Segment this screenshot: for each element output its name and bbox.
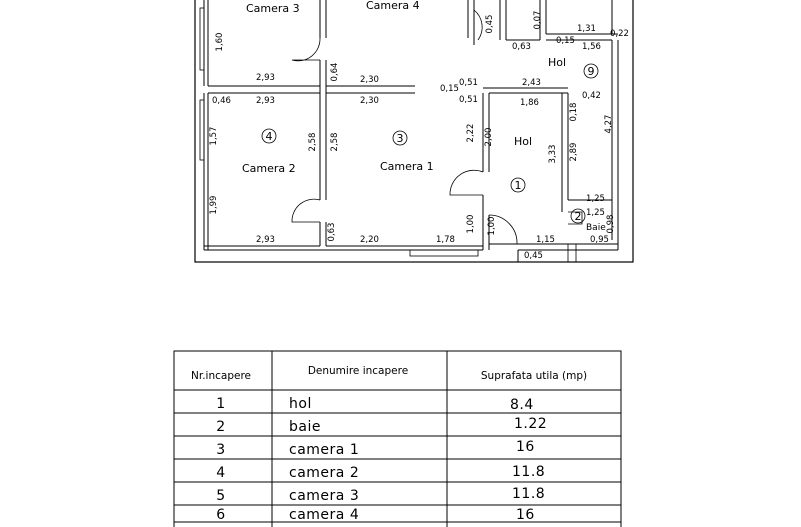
dim-label: 0,64 <box>330 63 340 82</box>
dim-label: 1,25 <box>586 194 605 204</box>
table-cell-suprafata: 11.8 <box>512 486 545 502</box>
table-border <box>173 350 622 527</box>
table-cell-nr: 6 <box>216 507 225 523</box>
room-number-1: 1 <box>515 179 522 192</box>
room-number-markers: 9 4 3 1 2 <box>261 63 599 224</box>
dim-label: 1,15 <box>536 235 555 245</box>
table-cell-suprafata: 11.8 <box>512 464 545 480</box>
room-label-camera4: Camera 4 <box>366 0 420 12</box>
plan-walls <box>194 0 634 263</box>
dim-label: 2,43 <box>522 78 541 88</box>
dim-label: 2,93 <box>256 96 275 106</box>
room-number-9: 9 <box>588 65 595 78</box>
dim-label: 0,46 <box>212 96 231 106</box>
table-cell-nr: 5 <box>216 488 225 504</box>
table-cell-denumire: camera 2 <box>289 465 359 481</box>
table-row: 1 hol 8.4 <box>216 396 533 413</box>
dim-label: 1,99 <box>209 196 219 215</box>
dim-label: 0,98 <box>606 215 616 234</box>
dim-label: 2,20 <box>360 235 379 245</box>
dim-label: 1,25 <box>586 208 605 218</box>
dim-label: 1,00 <box>487 217 497 236</box>
dim-label: 0,15 <box>556 36 575 46</box>
dim-label: 0,18 <box>569 103 579 122</box>
table-cell-denumire: camera 4 <box>289 507 359 523</box>
table-header-nr: Nr.incapere <box>191 370 251 382</box>
dim-label: 3,33 <box>548 145 558 164</box>
table-cell-denumire: hol <box>289 396 312 412</box>
dim-label: 2,89 <box>569 143 579 162</box>
room-label-camera1: Camera 1 <box>380 160 434 173</box>
dim-label: 4,27 <box>604 115 614 134</box>
table-cell-denumire: camera 3 <box>289 488 359 504</box>
area-table: Nr.incapere Denumire incapere Suprafata … <box>173 350 622 527</box>
dim-label: 1,60 <box>215 33 225 52</box>
dim-label: 2,58 <box>330 133 340 152</box>
dim-label: 0,95 <box>590 235 609 245</box>
table-cell-nr: 2 <box>216 419 225 435</box>
dim-label: 0,15 <box>440 84 459 94</box>
table-header-denumire: Denumire incapere <box>308 365 408 377</box>
table-row: 6 camera 4 16 <box>216 507 535 523</box>
table-cell-nr: 1 <box>216 396 225 412</box>
dim-label: 1,31 <box>577 24 596 34</box>
dim-label: 0,45 <box>485 15 495 34</box>
table-row: 4 camera 2 11.8 <box>216 464 545 481</box>
dim-label: 2,58 <box>308 133 318 152</box>
dimension-labels: 1,60 2,93 0,64 2,30 0,45 0,07 0,63 1,31 … <box>209 11 629 261</box>
table-row: 2 baie 1.22 <box>216 416 547 435</box>
room-number-4: 4 <box>266 130 273 143</box>
table-cell-suprafata: 16 <box>516 439 535 455</box>
table-cell-denumire: camera 1 <box>289 442 359 458</box>
room-label-baie: Baie <box>586 223 606 233</box>
table-cell-suprafata: 1.22 <box>514 416 547 432</box>
room-number-2: 2 <box>575 210 582 223</box>
dim-label: 0,51 <box>459 95 478 105</box>
table-row: 5 camera 3 11.8 <box>216 486 545 504</box>
dim-label: 0,45 <box>524 251 543 261</box>
dim-label: 1,00 <box>466 215 476 234</box>
dim-label: 0,07 <box>533 11 543 30</box>
table-cell-suprafata: 8.4 <box>510 397 534 413</box>
dim-label: 0,63 <box>512 42 531 52</box>
room-labels: Camera 3 Camera 4 Camera 2 Camera 1 Hol … <box>242 0 606 233</box>
table-row: 3 camera 1 16 <box>216 439 535 458</box>
dim-label: 2,30 <box>360 75 379 85</box>
room-number-3: 3 <box>397 132 404 145</box>
table-cell-suprafata: 16 <box>516 507 535 523</box>
table-cell-denumire: baie <box>289 419 321 435</box>
dim-label: 2,93 <box>256 235 275 245</box>
dim-label: 2,22 <box>466 124 476 143</box>
dim-label: 1,86 <box>520 98 539 108</box>
room-label-camera2: Camera 2 <box>242 162 296 175</box>
dim-label: 2,00 <box>484 128 494 147</box>
dim-label: 2,30 <box>360 96 379 106</box>
dim-label: 2,93 <box>256 73 275 83</box>
room-label-hol-top: Hol <box>548 56 566 69</box>
table-header-suprafata: Suprafata utila (mp) <box>481 370 587 382</box>
table-cell-nr: 4 <box>216 465 225 481</box>
room-label-hol: Hol <box>514 135 532 148</box>
dim-label: 1,78 <box>436 235 455 245</box>
table-cell-nr: 3 <box>216 442 225 458</box>
room-label-camera3: Camera 3 <box>246 2 300 15</box>
dim-label: 1,56 <box>582 42 601 52</box>
dim-label: 0,22 <box>610 29 629 39</box>
dim-label: 0,63 <box>327 223 337 242</box>
dim-label: 1,57 <box>209 127 219 146</box>
dim-label: 0,51 <box>459 78 478 88</box>
dim-label: 0,42 <box>582 91 601 101</box>
